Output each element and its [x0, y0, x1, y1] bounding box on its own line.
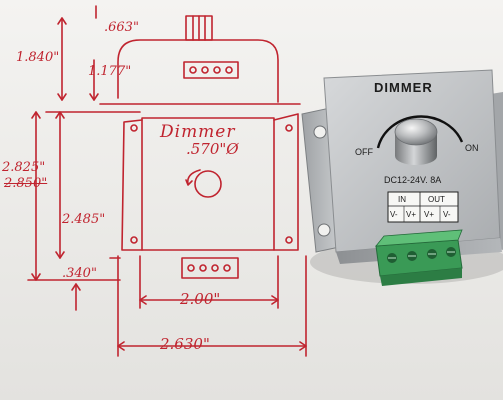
- overall-width-label: 2.630": [160, 335, 210, 353]
- on-label: ON: [465, 143, 479, 153]
- knob-leader-arrow: [186, 169, 201, 185]
- device-title: DIMMER: [374, 80, 433, 95]
- terminal-width-label: 2.00": [180, 290, 221, 308]
- front-view-terminal: [181, 257, 239, 279]
- mount-hole-right-bottom: [285, 236, 293, 244]
- front-view-body: [141, 117, 275, 251]
- terminal-label-box: [387, 191, 459, 223]
- off-label: OFF: [355, 147, 373, 157]
- mount-hole-span-label: 2.485": [62, 212, 106, 227]
- in-group-label: IN: [398, 195, 406, 204]
- dial-arc: [376, 115, 464, 149]
- front-view-flanges: [121, 113, 299, 251]
- out-pin-1-label: V+: [424, 210, 435, 219]
- sketch-heading: Dimmer: [160, 122, 236, 142]
- bracket-hole-bottom: [317, 223, 331, 237]
- sketch-knob: [194, 170, 222, 198]
- mount-hole-right-top: [285, 124, 293, 132]
- hole-offset-label: .340": [62, 266, 97, 281]
- out-pin-2-label: V-: [443, 210, 451, 219]
- overall-height-label: 1.840": [16, 50, 60, 65]
- knob-height-label: 1.177": [88, 64, 132, 79]
- mount-hole-left-bottom: [130, 236, 138, 244]
- rating-label: DC12-24V. 8A: [384, 175, 442, 185]
- mount-hole-left-top: [130, 124, 138, 132]
- in-pin-2-label: V+: [406, 210, 417, 219]
- control-knob: [394, 118, 438, 165]
- body-height-crossed-label: 2.850": [4, 176, 48, 191]
- in-pin-1-label: V-: [390, 210, 398, 219]
- tab-offset-label: .663": [104, 20, 139, 35]
- body-height-label: 2.825": [2, 160, 46, 175]
- out-group-label: OUT: [428, 195, 445, 204]
- knob-diameter-label: .570"Ø: [186, 140, 239, 158]
- screw-terminal-block: [375, 229, 463, 286]
- top-view-terminal: [183, 61, 239, 79]
- bracket-hole-top: [313, 125, 327, 139]
